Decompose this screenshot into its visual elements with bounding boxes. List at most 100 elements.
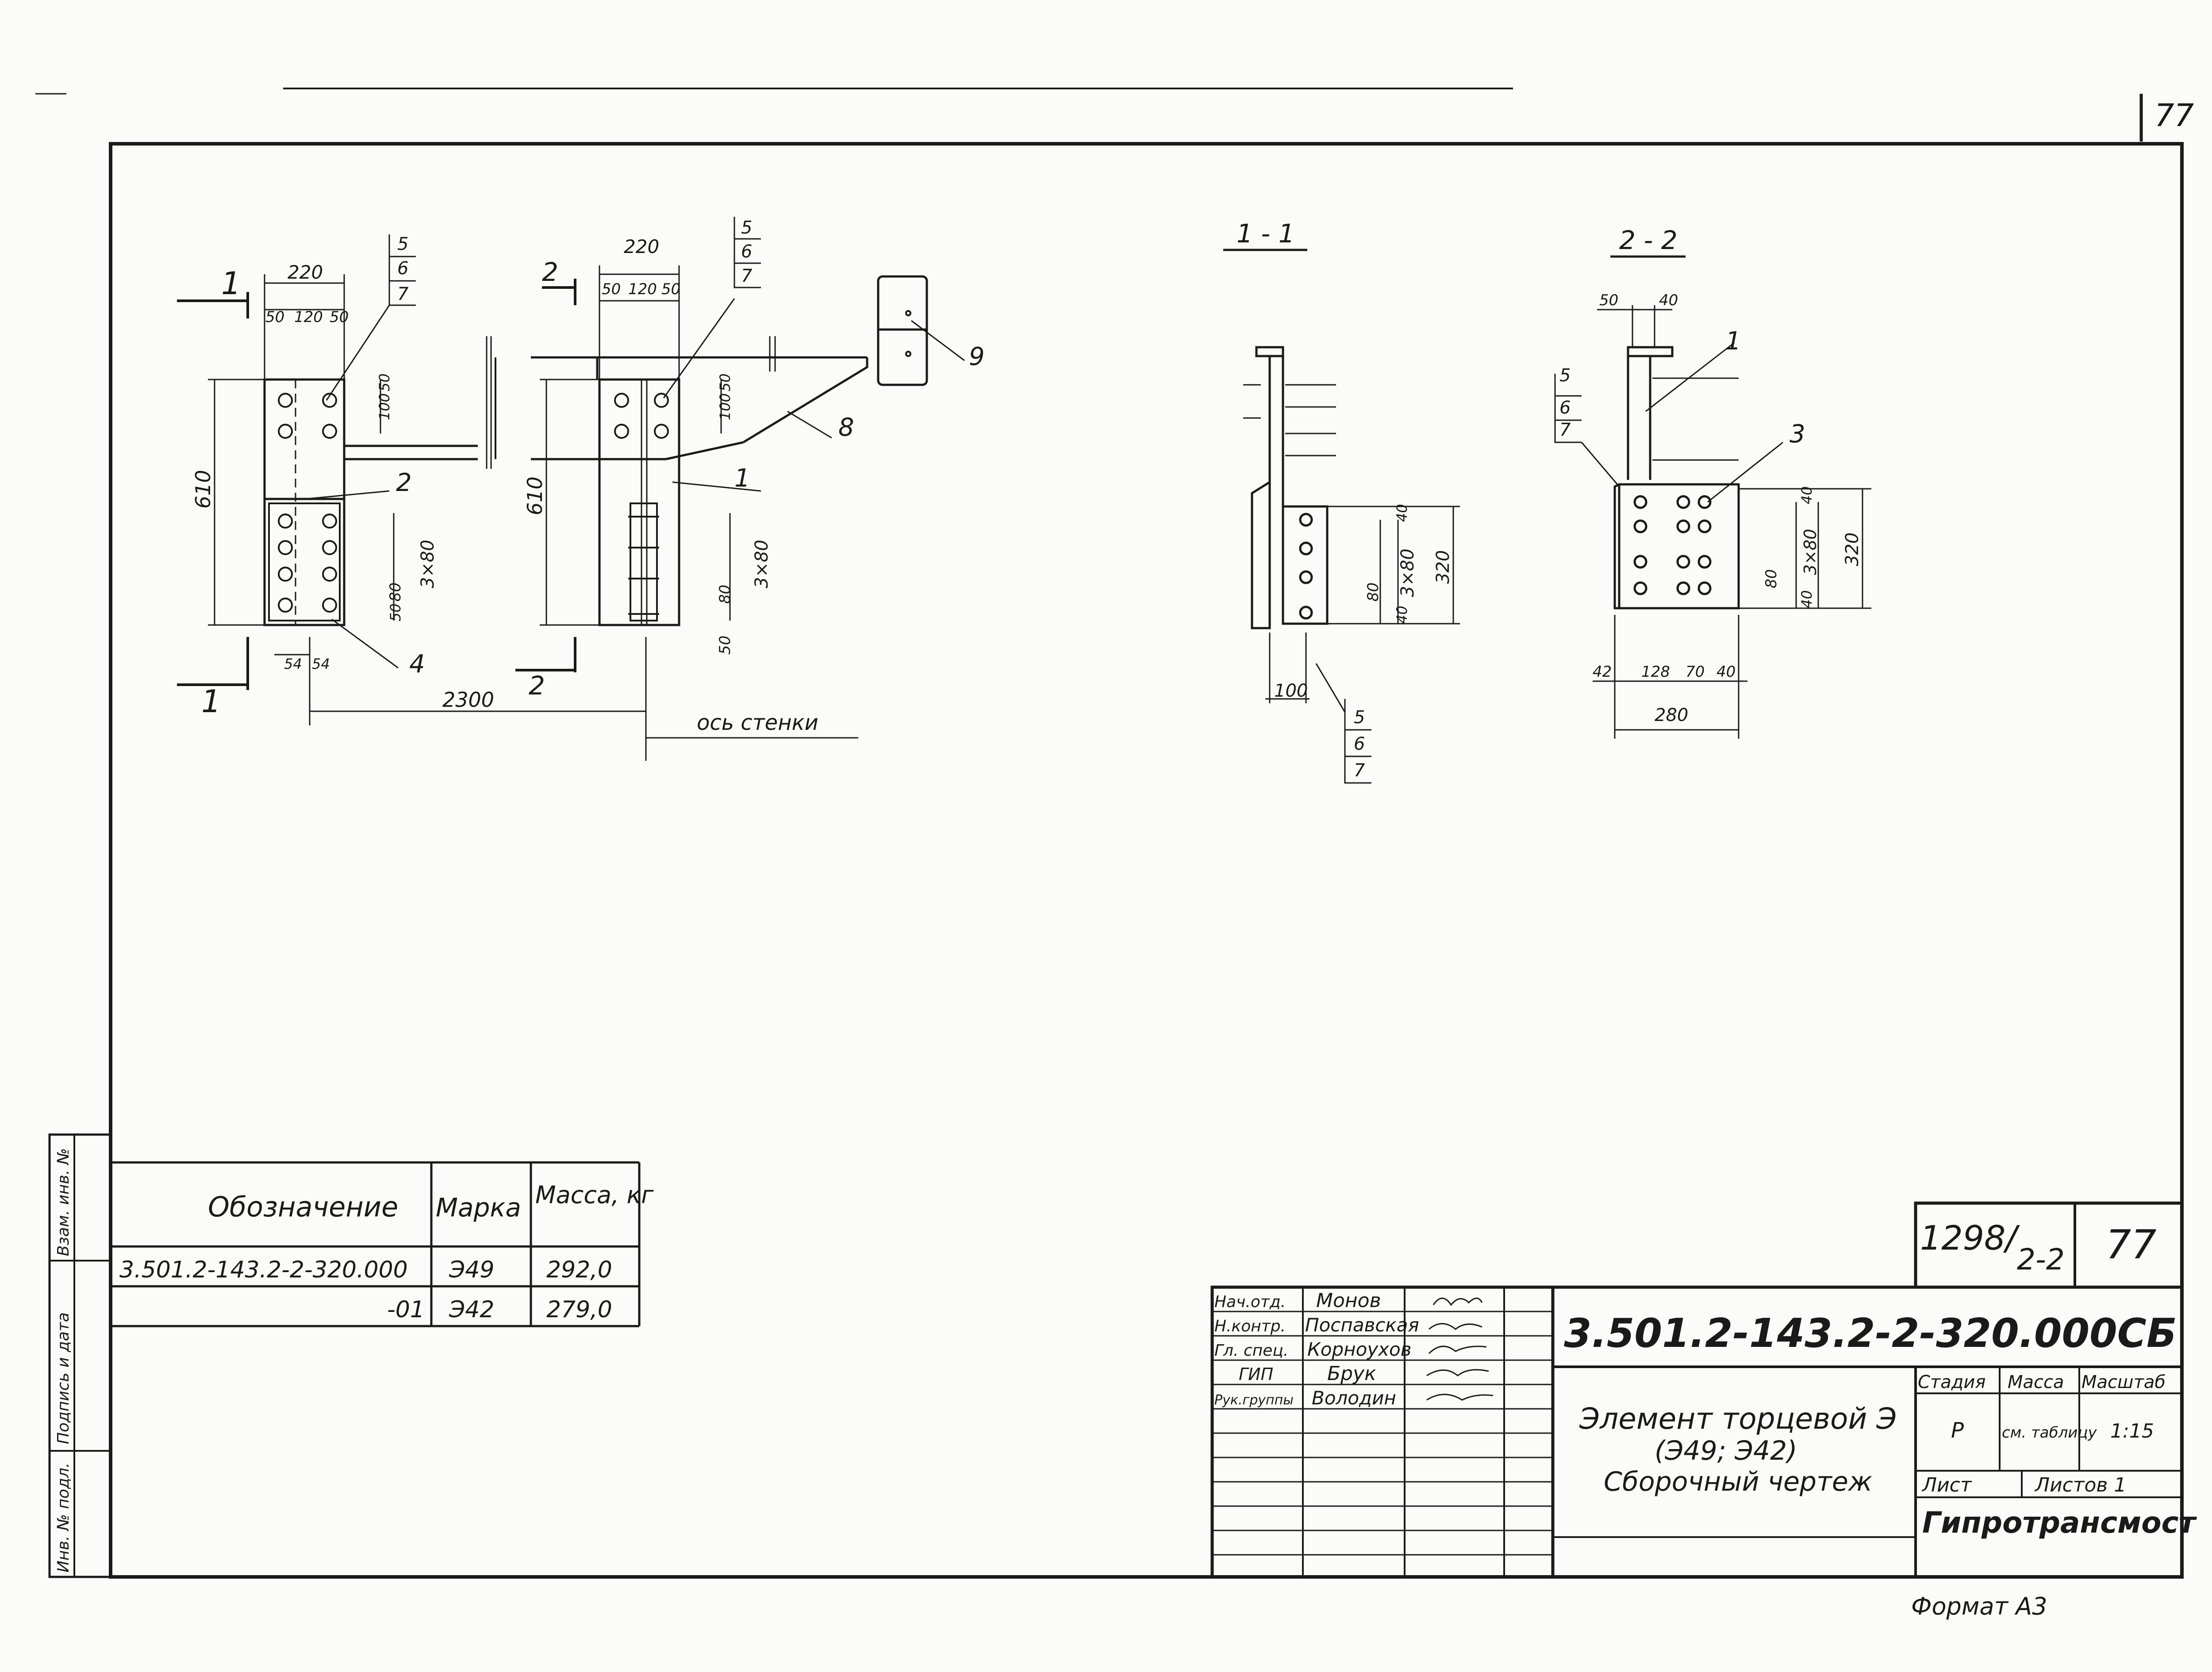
signatures [1426, 1297, 1494, 1401]
mass-value: см. таблицу [2002, 1424, 2097, 1442]
dim-80-mid: 80 [716, 585, 734, 604]
s22-dim-80: 80 [1763, 569, 1780, 588]
dim-610-mid: 610 [523, 476, 547, 515]
dim-610-left: 610 [191, 470, 215, 509]
s22-dim-42: 42 [1593, 663, 1612, 681]
s22-dim-320: 320 [1842, 533, 1863, 566]
dim-50-left-c: 50 [376, 373, 393, 391]
s22-dim-50: 50 [1599, 291, 1618, 309]
s22-callout-7: 7 [1559, 420, 1571, 440]
stage-header: Стадия [1918, 1372, 1985, 1392]
dim-54-b: 54 [312, 656, 330, 672]
page-number: 77 [2154, 97, 2194, 134]
dim-50-left-a: 50 [265, 308, 284, 326]
axis-label: ось стенки [697, 710, 818, 735]
elevation-views [177, 217, 965, 761]
dim-220-left: 220 [288, 261, 323, 283]
spec-row-1-mass: 292,0 [546, 1257, 612, 1283]
s22-dim-128: 128 [1641, 663, 1670, 681]
bolt-holes [278, 310, 911, 615]
sheet-label: Лист [1921, 1474, 1972, 1496]
role-5: Рук.группы [1214, 1392, 1294, 1408]
drawing-title-line-2: (Э49; Э42) [1655, 1435, 1797, 1466]
cut-label-1-top: 1 [221, 265, 241, 302]
spec-header-mark: Марка [436, 1193, 521, 1223]
mass-header: Масса [2008, 1372, 2064, 1392]
callout-5-mid: 5 [741, 218, 752, 238]
s11-dim-320: 320 [1433, 550, 1453, 584]
section-label-2-2: 2 - 2 [1619, 225, 1678, 255]
dim-80-left: 80 [387, 583, 404, 602]
title-block-frame [1210, 1201, 2184, 1579]
dim-3x80-mid: 3×80 [752, 540, 772, 588]
dim-100-mid: 100 [717, 393, 733, 420]
name-5: Володин [1312, 1387, 1396, 1409]
scale-value: 1:15 [2110, 1420, 2154, 1442]
s22-dim-3x80: 3×80 [1801, 529, 1820, 575]
drawing-title-line-3: Сборочный чертеж [1604, 1466, 1872, 1497]
dim-3x80-left: 3×80 [418, 540, 438, 588]
s22-dim-280: 280 [1655, 705, 1688, 725]
s22-callout-3: 3 [1790, 420, 1805, 449]
cut-label-1-bottom: 1 [201, 683, 221, 720]
dim-220-mid: 220 [624, 236, 659, 257]
s11-dim-40-bottom: 40 [1394, 606, 1410, 624]
callout-9: 9 [969, 342, 985, 371]
spec-row-1-mark: Э49 [449, 1257, 494, 1283]
dim-50-mid-b: 50 [661, 280, 680, 298]
format-label: Формат А3 [1911, 1592, 2047, 1620]
s22-dim-40-top: 40 [1798, 486, 1815, 504]
spec-header-mass: Масса, кг [535, 1181, 654, 1209]
dim-120-mid: 120 [628, 280, 657, 298]
dim-50-left-b: 50 [330, 308, 349, 326]
spec-row-2-mass: 279,0 [546, 1296, 612, 1323]
s22-callout-6: 6 [1559, 398, 1571, 418]
section-1-1 [1223, 249, 1460, 784]
dim-54-a: 54 [284, 656, 302, 672]
stage-value: Р [1951, 1418, 1964, 1443]
s11-dim-3x80: 3×80 [1398, 548, 1418, 597]
s11-callout-5: 5 [1354, 707, 1365, 728]
sheets-label: Листов 1 [2034, 1474, 2126, 1496]
dim-50-mid-d: 50 [716, 636, 734, 655]
s11-dim-40-top: 40 [1394, 504, 1410, 522]
cut-label-2-bottom: 2 [529, 671, 545, 701]
section-2-2 [1554, 255, 1871, 739]
sheet-code-den: 2-2 [2017, 1242, 2065, 1277]
scale-header: Масштаб [2081, 1372, 2166, 1392]
name-2: Поспавская [1305, 1314, 1419, 1336]
spec-row-2-designation: -01 [387, 1296, 425, 1323]
spec-header-designation: Обозначение [208, 1191, 398, 1223]
dim-2300: 2300 [442, 688, 494, 712]
dim-50-mid-a: 50 [602, 280, 621, 298]
dim-120-left: 120 [294, 308, 323, 326]
s11-dim-80: 80 [1364, 583, 1382, 602]
name-4: Брук [1327, 1362, 1376, 1385]
role-4: ГИП [1239, 1365, 1273, 1384]
s11-dim-100: 100 [1274, 681, 1308, 701]
s22-dim-40: 40 [1659, 291, 1678, 309]
side-stamp-inv: Инв. № подл. [54, 1463, 73, 1572]
callout-2: 2 [396, 468, 412, 497]
organization: Гипротрансмост [1922, 1506, 2197, 1540]
s11-callout-6: 6 [1354, 734, 1365, 754]
s22-dim-40-b: 40 [1717, 663, 1736, 681]
sheet-code-num: 1298 [1920, 1218, 2005, 1258]
callout-4: 4 [409, 650, 425, 679]
side-stamp [48, 1133, 112, 1578]
document-number: 3.501.2-143.2-2-320.000СБ [1564, 1310, 2177, 1357]
callout-1: 1 [734, 464, 750, 493]
callout-7-mid: 7 [741, 266, 753, 286]
sheet-code: 1298/2-2 [1920, 1218, 2065, 1277]
spec-row-1-designation: 3.501.2-143.2-2-320.000 [119, 1257, 408, 1283]
role-1: Нач.отд. [1214, 1293, 1286, 1311]
spec-row-2-mark: Э42 [449, 1296, 494, 1323]
callout-6-left: 6 [397, 258, 408, 279]
side-stamp-replace: Взам. инв. № [54, 1148, 73, 1256]
s22-callout-1: 1 [1725, 327, 1741, 356]
sheet-number: 77 [2106, 1222, 2157, 1268]
name-3: Корноухов [1307, 1338, 1412, 1360]
s22-dim-40-bottom: 40 [1798, 590, 1815, 608]
callout-7-left: 7 [397, 284, 409, 304]
